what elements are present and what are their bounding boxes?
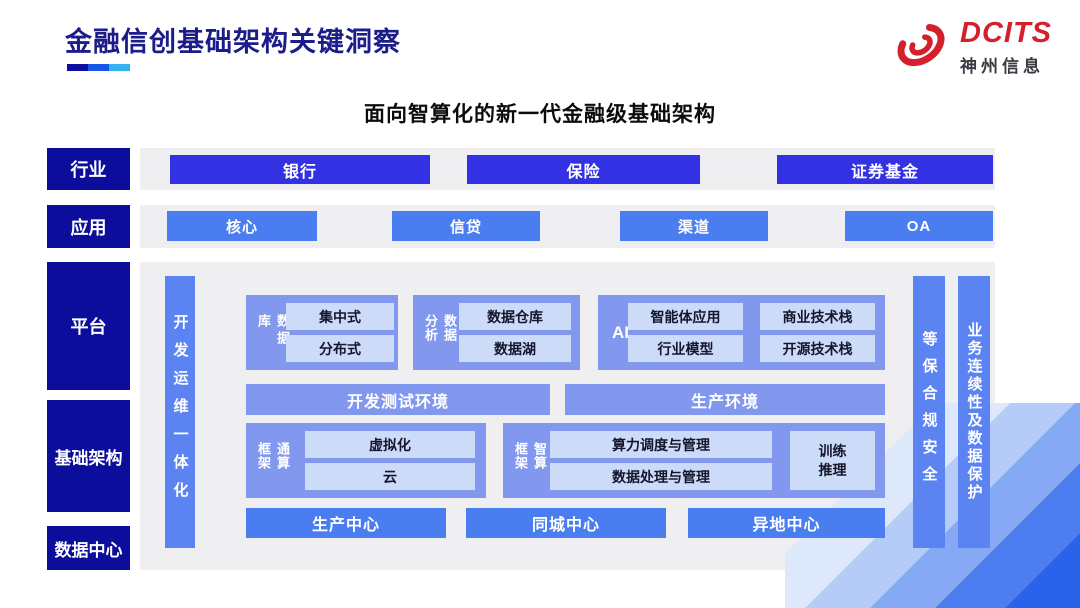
general-compute-group-label: 通算框架 [256, 441, 290, 470]
industry-box-insurance: 保险 [467, 155, 700, 184]
intelligent-compute-box-training-inference: 训练 推理 [790, 431, 875, 490]
general-compute-box-virtualization: 虚拟化 [305, 431, 475, 458]
analytics-box-warehouse: 数据仓库 [459, 303, 571, 330]
dcits-logo: DCITS 神州信息 [890, 16, 1052, 79]
business-continuity-pillar: 业务连续性及数据保护 [958, 276, 990, 548]
brand-company-name: 神州信息 [960, 56, 1044, 76]
database-box-distributed: 分布式 [286, 335, 394, 362]
app-box-core: 核心 [167, 211, 317, 241]
devops-pillar: 开发运维一体化 [165, 276, 195, 548]
underline-segment-dark [67, 64, 88, 71]
database-group: 数据库 集中式 分布式 [246, 295, 398, 370]
ai-box-industry-models: 行业模型 [628, 335, 743, 362]
intelligent-compute-box-scheduling: 算力调度与管理 [550, 431, 772, 458]
underline-segment-blue [88, 64, 109, 71]
intelligent-compute-group: 智算框架 算力调度与管理 数据处理与管理 训练 推理 [503, 423, 885, 498]
database-box-centralized: 集中式 [286, 303, 394, 330]
sidebar-item-datacenter: 数据中心 [47, 526, 130, 570]
ai-box-opensource-stack: 开源技术栈 [760, 335, 875, 362]
swirl-icon [890, 16, 952, 79]
brand-name: DCITS [960, 16, 1052, 49]
ai-box-commercial-stack: 商业技术栈 [760, 303, 875, 330]
general-compute-group: 通算框架 虚拟化 云 [246, 423, 486, 498]
analytics-group: 数据分析 数据仓库 数据湖 [413, 295, 580, 370]
ai-group-label: AI [612, 322, 629, 342]
industry-box-bank: 银行 [170, 155, 430, 184]
page-title: 金融信创基础架构关键洞察 [65, 27, 401, 57]
sidebar-item-platform: 平台 [47, 262, 130, 390]
intelligent-compute-group-label: 智算框架 [513, 441, 547, 470]
center-box-production: 生产中心 [246, 508, 446, 538]
dev-test-environment-bar: 开发测试环境 [246, 384, 550, 415]
underline-segment-cyan [109, 64, 130, 71]
sidebar-item-application: 应用 [47, 205, 130, 248]
intelligent-compute-box-dataprocessing: 数据处理与管理 [550, 463, 772, 490]
title-underline [67, 64, 130, 71]
industry-box-securities: 证券基金 [777, 155, 993, 184]
ai-group: AI 智能体应用 商业技术栈 行业模型 开源技术栈 [598, 295, 885, 370]
sidebar-item-infrastructure: 基础架构 [47, 400, 130, 512]
production-environment-bar: 生产环境 [565, 384, 885, 415]
center-box-remote: 异地中心 [688, 508, 885, 538]
analytics-group-label: 数据分析 [423, 313, 457, 342]
sidebar-item-industry: 行业 [47, 148, 130, 190]
analytics-box-datalake: 数据湖 [459, 335, 571, 362]
security-compliance-pillar: 等保合规安全 [913, 276, 945, 548]
app-box-oa: OA [845, 211, 993, 241]
diagram-subtitle: 面向智算化的新一代金融级基础架构 [364, 103, 716, 126]
app-box-credit: 信贷 [392, 211, 540, 241]
general-compute-box-cloud: 云 [305, 463, 475, 490]
center-box-samecity: 同城中心 [466, 508, 666, 538]
app-box-channel: 渠道 [620, 211, 768, 241]
ai-box-agent-apps: 智能体应用 [628, 303, 743, 330]
